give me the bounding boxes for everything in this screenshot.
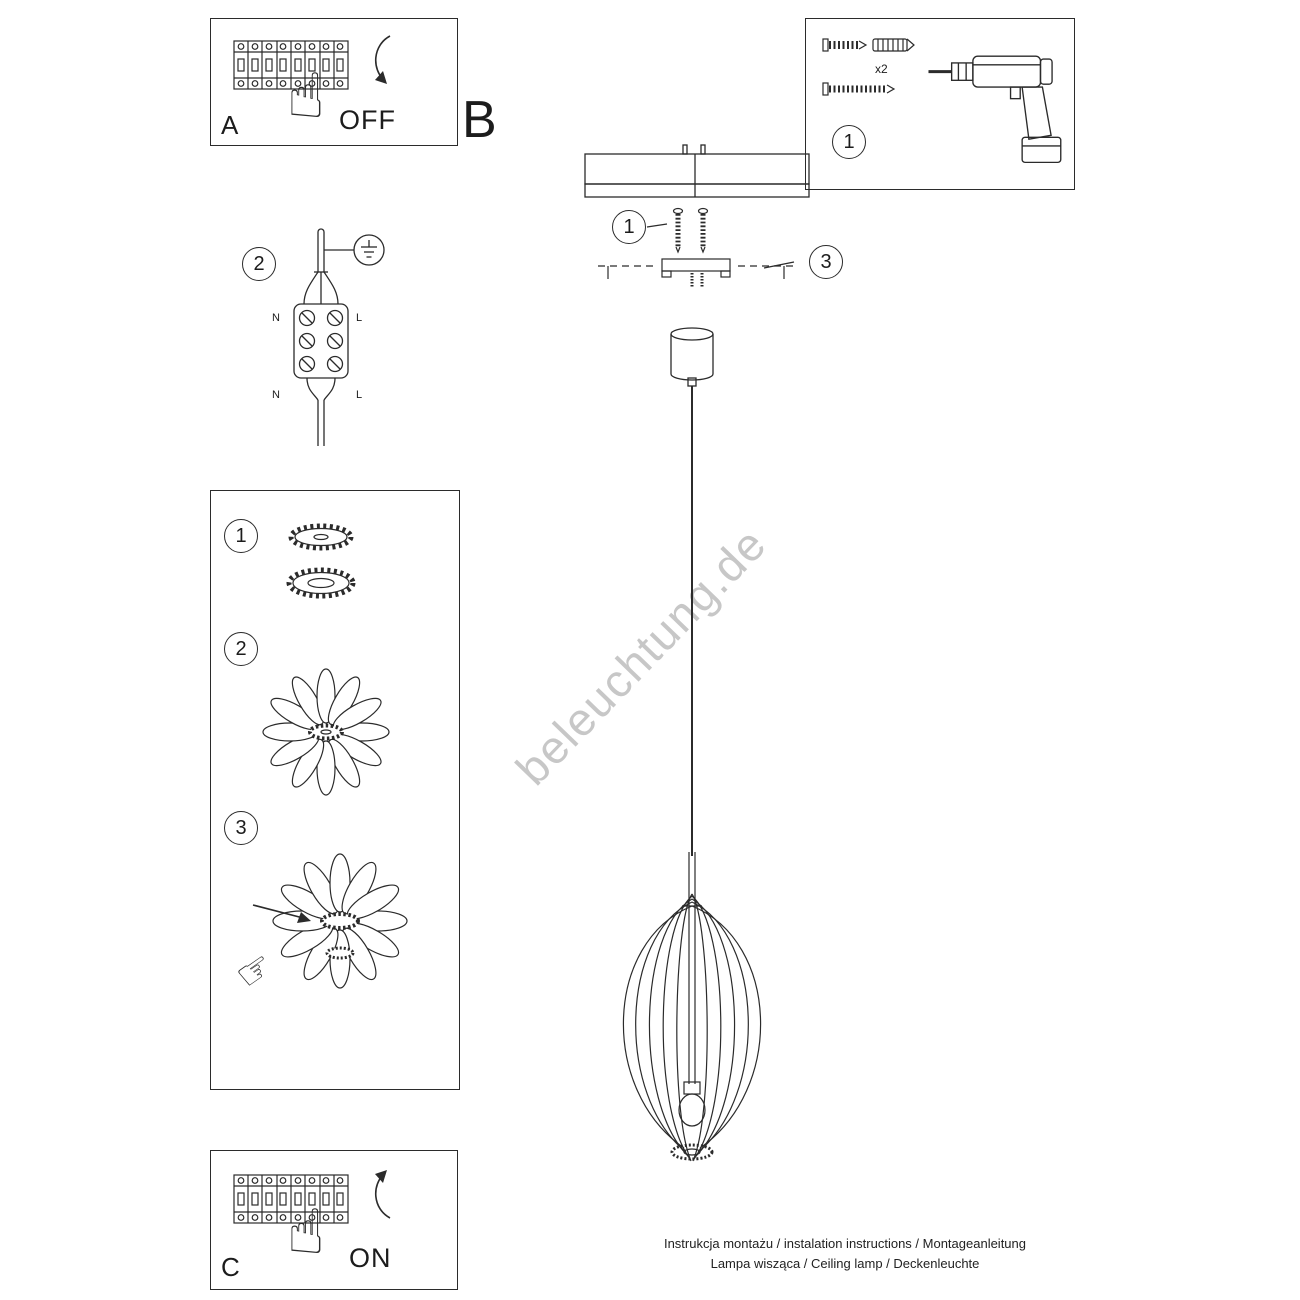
insert-arrow-icon bbox=[297, 912, 311, 923]
panel-c-label: C bbox=[221, 1252, 240, 1282]
step-1-badge-mounting: 1 bbox=[612, 210, 646, 244]
section-b-label: B bbox=[462, 91, 497, 149]
canopy-drawing bbox=[670, 327, 714, 387]
ground-symbol-icon bbox=[353, 234, 385, 266]
ceiling-plate-drawing bbox=[584, 144, 810, 198]
hand-up-icon: ☝ bbox=[287, 59, 325, 132]
wall-plug-icon bbox=[872, 38, 908, 52]
rotate-off-arrow-icon bbox=[375, 35, 391, 84]
lamp-socket bbox=[683, 1081, 701, 1095]
step-2-badge-wiring: 2 bbox=[242, 247, 276, 281]
lampshade-drawing bbox=[622, 852, 762, 1162]
panel-a-label: A bbox=[221, 110, 239, 140]
shade-assembly-box: 1 2 bbox=[210, 490, 460, 1090]
step-1-badge-tools: 1 bbox=[832, 125, 866, 159]
mounting-screws-drawing bbox=[646, 207, 709, 254]
terminal-block bbox=[293, 303, 349, 379]
on-label: ON bbox=[349, 1243, 392, 1273]
off-label: OFF bbox=[339, 105, 396, 135]
breaker-panel-drawing bbox=[233, 40, 349, 90]
wiring-diagram: N L N L bbox=[272, 228, 385, 446]
mounting-bracket-drawing bbox=[598, 258, 795, 288]
drill-icon bbox=[928, 55, 1062, 164]
footer: Instrukcja montażu / instalation instruc… bbox=[645, 1234, 1045, 1273]
panel-c-box: ☝ ON C bbox=[210, 1150, 458, 1290]
panel-a-box: ☝ OFF A bbox=[210, 18, 458, 146]
bulb-icon bbox=[678, 1093, 706, 1127]
breaker-panel-drawing bbox=[233, 1174, 349, 1224]
footer-line-2: Lampa wisząca / Ceiling lamp / Deckenleu… bbox=[710, 1255, 980, 1271]
step-3-badge-assembly: 3 bbox=[224, 811, 258, 845]
step-2-badge-assembly: 2 bbox=[224, 632, 258, 666]
slat-fixing-drawing bbox=[252, 853, 408, 989]
step-3-badge-bracket: 3 bbox=[809, 245, 843, 279]
screw-head bbox=[822, 38, 829, 52]
neutral-top-label: N bbox=[272, 312, 280, 324]
fixings-drawing: x2 bbox=[822, 38, 915, 96]
live-bottom-label: L bbox=[356, 389, 362, 401]
pendant-wire bbox=[691, 386, 693, 856]
gear-rings-drawing bbox=[286, 523, 356, 599]
neutral-bottom-label: N bbox=[272, 389, 280, 401]
watermark-text: beleuchtung.de bbox=[505, 517, 777, 795]
step-1-badge-assembly: 1 bbox=[224, 519, 258, 553]
slat-fan-drawing bbox=[262, 668, 390, 796]
live-top-label: L bbox=[356, 312, 362, 324]
hand-up-icon: ☝ bbox=[287, 1195, 325, 1268]
rotate-on-arrow-icon bbox=[375, 1170, 391, 1219]
bottom-gear-ring bbox=[670, 1143, 714, 1161]
tools-box: x2 1 bbox=[805, 18, 1075, 190]
anchor-count-label: x2 bbox=[875, 62, 888, 76]
footer-line-1: Instrukcja montażu / instalation instruc… bbox=[663, 1236, 1027, 1251]
